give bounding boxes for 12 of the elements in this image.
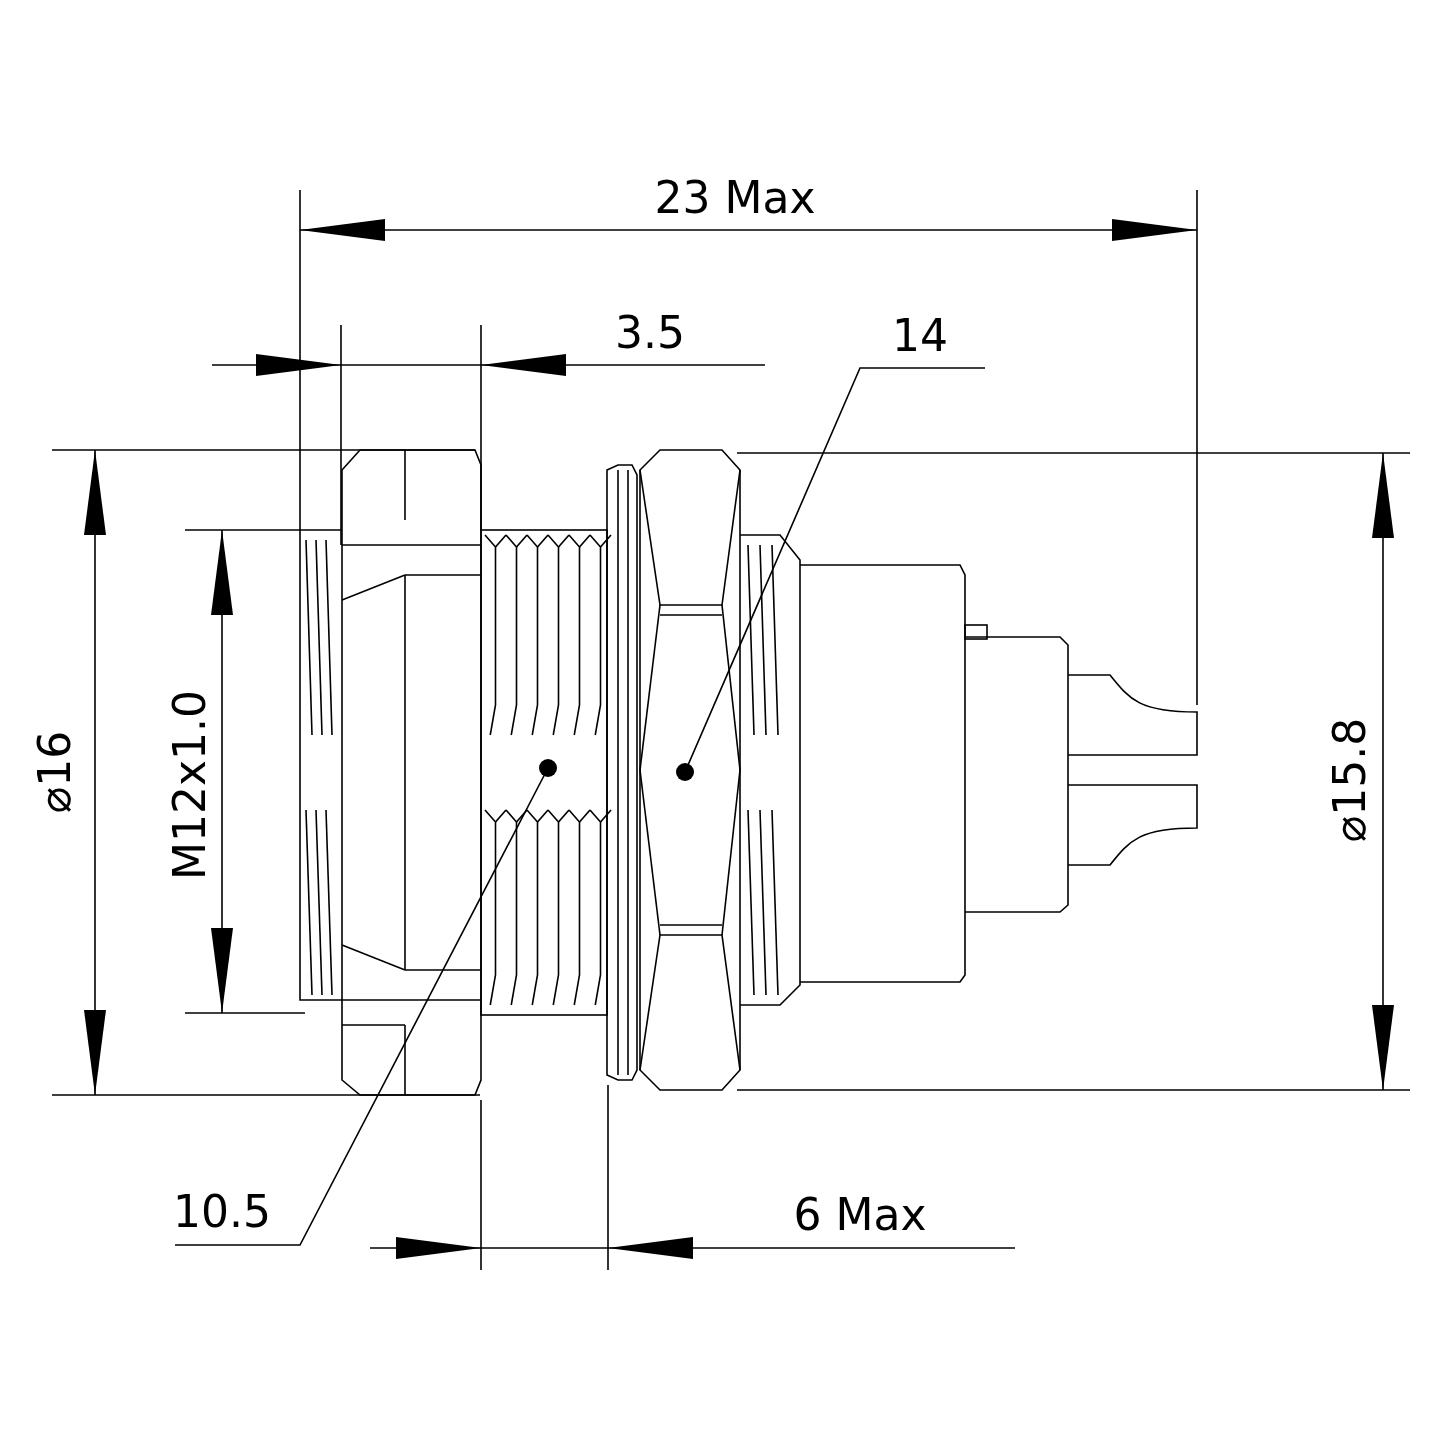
dimension-label: 3.5 <box>615 311 685 355</box>
leader-line <box>174 759 557 1246</box>
dimension-label: 6 Max <box>793 1193 927 1237</box>
dimension-label: ⌀15.8 <box>1328 717 1373 843</box>
hex-nut-drawing <box>639 449 741 1091</box>
threaded-body-drawing <box>480 529 612 1016</box>
callout-number: 10.5 <box>173 1190 271 1234</box>
dimension-label: M12x1.0 <box>168 690 212 880</box>
dimension-label: ⌀16 <box>33 730 78 814</box>
leader-line <box>676 367 986 781</box>
dimension-label: 23 Max <box>654 176 816 220</box>
callout-number: 14 <box>892 314 948 358</box>
